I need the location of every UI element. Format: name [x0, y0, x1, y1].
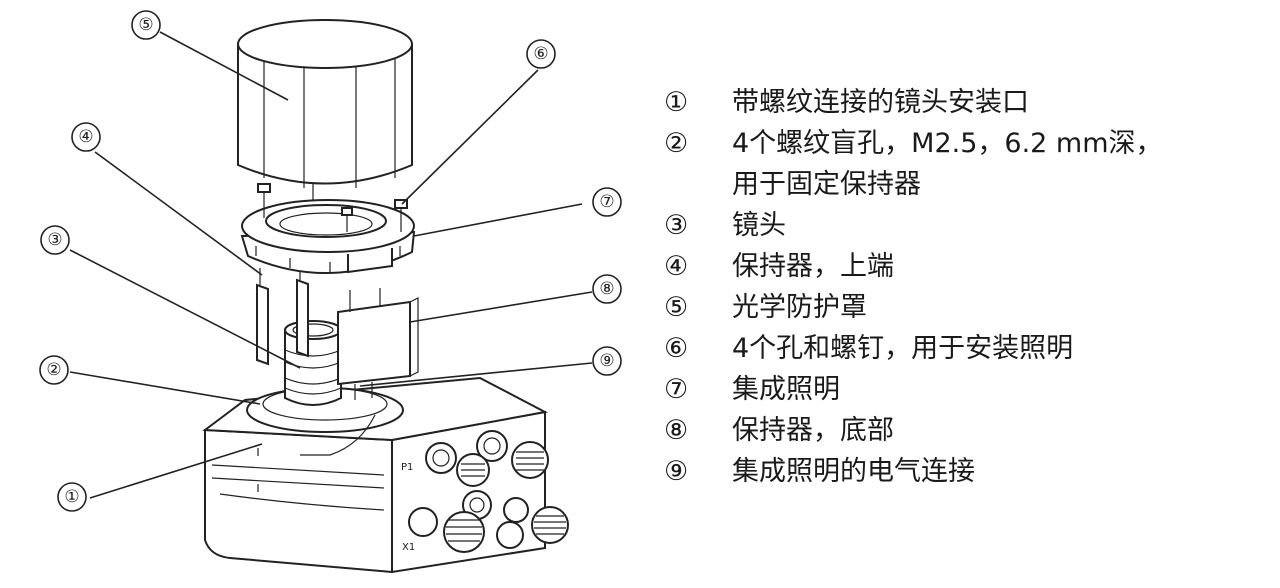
svg-text:⑨: ⑨ [599, 351, 614, 371]
legend-item: ④ 保持器，上端 [664, 246, 1264, 287]
svg-text:⑤: ⑤ [138, 15, 153, 35]
legend-text: 集成照明的电气连接 [732, 456, 975, 487]
lens-part [284, 320, 342, 406]
legend-text: 保持器，底部 [732, 415, 894, 446]
legend-text: 光学防护罩 [732, 292, 867, 323]
callout-9: ⑨ [592, 346, 622, 376]
svg-text:⑥: ⑥ [533, 44, 548, 64]
legend-number: ⑥ [664, 333, 689, 364]
callout-8: ⑧ [592, 274, 622, 304]
callout-1: ① [57, 482, 87, 512]
svg-text:③: ③ [47, 230, 62, 250]
callout-5: ⑤ [131, 10, 161, 40]
legend-text: 4个孔和螺钉，用于安装照明 [732, 333, 1074, 364]
legend-number: ⑨ [664, 456, 689, 487]
legend-item: ⑨ 集成照明的电气连接 [664, 451, 1264, 492]
legend-text: 带螺纹连接的镜头安装口 [732, 87, 1029, 118]
callout-3: ③ [40, 225, 70, 255]
svg-text:⑧: ⑧ [599, 279, 614, 299]
legend-number: ⑧ [664, 415, 689, 446]
legend-number: ② [664, 128, 689, 159]
legend-number: ⑤ [664, 292, 689, 323]
legend-text: 4个螺纹盲孔，M2.5，6.2 mm深， 用于固定保持器 [732, 128, 1163, 200]
legend-text: 保持器，上端 [732, 251, 894, 282]
legend-item: ⑧ 保持器，底部 [664, 410, 1264, 451]
exploded-assembly-drawing: P1 X1 [39, 10, 622, 574]
legend-item: ⑤ 光学防护罩 [664, 287, 1264, 328]
legend-number: ① [664, 87, 689, 118]
holder-bottom-part [337, 288, 419, 400]
svg-text:⑦: ⑦ [599, 192, 614, 212]
connector-panel: P1 X1 [401, 430, 569, 553]
callout-2: ② [39, 355, 69, 385]
svg-text:②: ② [46, 360, 61, 380]
legend-item: ② 4个螺纹盲孔，M2.5，6.2 mm深， 用于固定保持器 [664, 123, 1264, 205]
legend-number: ⑦ [664, 374, 689, 405]
legend-item: ⑦ 集成照明 [664, 369, 1264, 410]
callout-6: ⑥ [526, 39, 556, 69]
camera-housing [202, 376, 549, 574]
svg-text:④: ④ [78, 127, 93, 147]
legend-item: ⑥ 4个孔和螺钉，用于安装照明 [664, 328, 1264, 369]
leader-lines [69, 31, 593, 499]
holder-top-part [256, 262, 309, 366]
illumination-screws [257, 182, 408, 232]
port-label-p1: P1 [401, 462, 413, 473]
illumination-ring-part [240, 199, 416, 274]
legend-item: ③ 镜头 [664, 205, 1264, 246]
protective-cover-part [237, 19, 413, 188]
legend-item: ① 带螺纹连接的镜头安装口 [664, 82, 1264, 123]
svg-text:①: ① [64, 487, 79, 507]
callout-7: ⑦ [592, 187, 622, 217]
port-label-x1: X1 [402, 542, 415, 553]
legend-number: ③ [664, 210, 689, 241]
parts-legend: ① 带螺纹连接的镜头安装口 ② 4个螺纹盲孔，M2.5，6.2 mm深， 用于固… [664, 82, 1264, 492]
legend-text: 镜头 [732, 210, 786, 241]
callout-4: ④ [71, 122, 101, 152]
legend-number: ④ [664, 251, 689, 282]
legend-text: 集成照明 [732, 374, 840, 405]
